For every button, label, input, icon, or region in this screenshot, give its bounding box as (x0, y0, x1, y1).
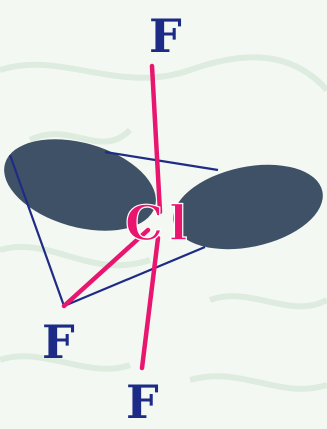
bonds (61, 63, 163, 371)
fluorine-top-label: F (149, 9, 182, 63)
background-texture (0, 54, 327, 392)
lone-pair-right (173, 164, 323, 250)
lone-pair-left (4, 139, 156, 231)
bond-cl-top-f (149, 63, 163, 215)
bipyramid-outline (8, 150, 219, 308)
bond-cl-bottom-f (139, 235, 161, 371)
fluorine-left-label: F (42, 315, 75, 369)
bond-cl-left-f (61, 227, 151, 309)
fluorine-bottom-label: F (126, 375, 159, 429)
chlorine-center-label: Cl (125, 196, 193, 252)
